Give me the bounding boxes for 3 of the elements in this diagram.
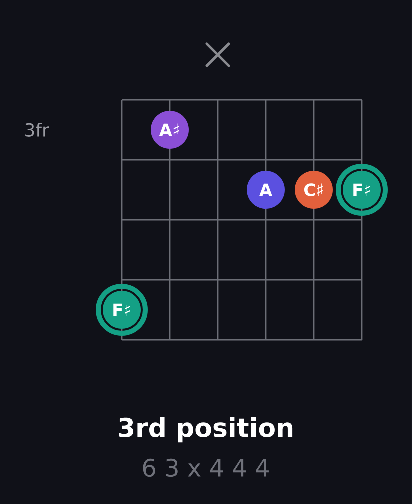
chord-title: 3rd position xyxy=(119,417,293,443)
fingering-text: 6 3 x 4 4 4 xyxy=(143,458,269,478)
fret-number: 3fr xyxy=(26,123,50,137)
